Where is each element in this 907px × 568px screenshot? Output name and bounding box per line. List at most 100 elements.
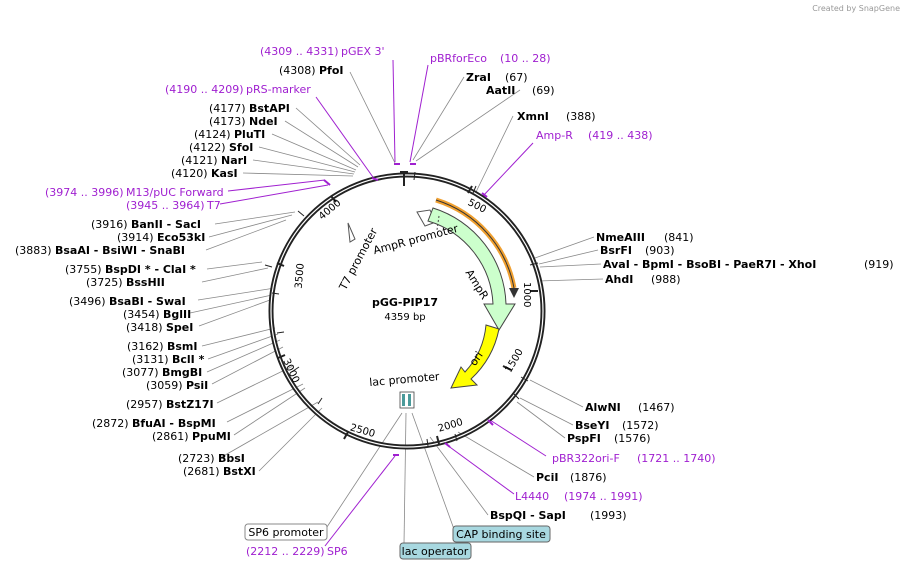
ampr-orf-line <box>435 199 515 289</box>
primer-m13-range[interactable]: (3974 .. 3996) <box>45 186 124 199</box>
site-bstapi[interactable]: BstAPI <box>249 102 290 115</box>
site-banii-saci[interactable]: BanII - SacI <box>131 218 201 231</box>
site-ahdi[interactable]: AhdI <box>605 273 633 286</box>
site-bseyi-pos: (1572) <box>622 419 659 432</box>
primer-l4440-name[interactable]: L4440 <box>515 490 549 503</box>
primer-marks <box>323 163 494 456</box>
site-eco53ki[interactable]: Eco53kI <box>157 231 205 244</box>
site-bsrfi[interactable]: BsrFI <box>600 244 632 257</box>
site-bmgbi-pos: (3077) <box>122 366 159 379</box>
cap-site-block[interactable] <box>408 394 411 406</box>
site-xmni-pos: (388) <box>566 110 596 123</box>
tick-label-1000: 1000 <box>521 282 532 307</box>
site-nmeaiii[interactable]: NmeAIII <box>596 231 645 244</box>
feature-leader-lines <box>324 412 456 545</box>
site-bsaai-pos: (3883) <box>15 244 52 257</box>
site-ndei[interactable]: NdeI <box>249 115 278 128</box>
site-pfoi[interactable]: PfoI <box>319 64 344 77</box>
tick-label-3500: 3500 <box>294 263 307 289</box>
primer-ampr-range[interactable]: (419 .. 438) <box>588 129 653 142</box>
site-bspdi-pos: (3755) <box>65 263 102 276</box>
primer-pbr322-name[interactable]: pBR322ori-F <box>552 452 620 465</box>
plasmid-size: 4359 bp <box>384 312 425 323</box>
site-bmgbi[interactable]: BmgBI <box>162 366 202 379</box>
site-xmni[interactable]: XmnI <box>517 110 549 123</box>
primer-pbr322-range[interactable]: (1721 .. 1740) <box>637 452 716 465</box>
primer-pgex3-range[interactable]: (4309 .. 4331) <box>260 45 339 58</box>
site-avai-group[interactable]: AvaI - BpmI - BsoBI - PaeR7I - XhoI <box>603 258 816 271</box>
ori-arrow[interactable] <box>450 324 500 389</box>
primer-labels: (4309 .. 4331) pGEX 3' pBRforEco (10 .. … <box>45 45 716 558</box>
site-bstz17i-pos: (2957) <box>126 398 163 411</box>
t7-promoter-label: T7 promoter <box>336 226 380 294</box>
site-bsmi[interactable]: BsmI <box>167 340 198 353</box>
right-leader-lines <box>412 76 604 516</box>
site-aatii-pos: (69) <box>532 84 555 97</box>
primer-t7-name[interactable]: T7 <box>206 199 221 212</box>
site-bsshii[interactable]: BssHII <box>126 276 165 289</box>
lac-operator-box[interactable]: lac operator <box>399 542 472 560</box>
site-zrai[interactable]: ZraI <box>466 71 491 84</box>
primer-prs-range[interactable]: (4190 .. 4209) <box>165 83 244 96</box>
site-bstapi-pos: (4177) <box>209 102 246 115</box>
primer-prs-name[interactable]: pRS-marker <box>246 83 311 96</box>
origin-marker <box>400 171 408 186</box>
lac-promoter-label: lac promoter <box>369 370 441 389</box>
ruler-tick-marks <box>276 185 538 445</box>
site-bsaai-bsiwi-snabi[interactable]: BsaAI - BsiWI - SnaBI <box>55 244 185 257</box>
site-bfuai-pos: (2872) <box>92 417 129 430</box>
site-bsrfi-pos: (903) <box>645 244 675 257</box>
site-bspqi-sapi-pos: (1993) <box>590 509 627 522</box>
site-pfoi-pos: (4308) <box>279 64 316 77</box>
sp6-promoter-box[interactable]: SP6 promoter <box>244 523 328 541</box>
site-kasi-pos: (4120) <box>171 167 208 180</box>
primer-pbrforeco-range[interactable]: (10 .. 28) <box>500 52 551 65</box>
cap-site-box[interactable]: CAP binding site <box>452 525 551 543</box>
primer-t7-range[interactable]: (3945 .. 3964) <box>126 199 205 212</box>
site-ppumi[interactable]: PpuMI <box>192 430 231 443</box>
site-bsabi-swai[interactable]: BsaBI - SwaI <box>109 295 186 308</box>
primer-pbrforeco-name[interactable]: pBRforEco <box>430 52 487 65</box>
site-zrai-pos: (67) <box>505 71 528 84</box>
snapgene-watermark: Created by SnapGene <box>812 4 900 13</box>
cap-site-label: CAP binding site <box>456 528 546 541</box>
site-nari[interactable]: NarI <box>221 154 247 167</box>
ampr-orf-arrowhead <box>509 288 519 298</box>
site-bstxi[interactable]: BstXI <box>223 465 256 478</box>
site-pcii[interactable]: PciI <box>536 471 558 484</box>
site-bspdi-clai[interactable]: BspDI * - ClaI * <box>105 263 196 276</box>
site-ahdi-pos: (988) <box>651 273 681 286</box>
site-bbsi[interactable]: BbsI <box>218 452 245 465</box>
site-bstz17i[interactable]: BstZ17I <box>166 398 214 411</box>
site-avai-group-pos: (919) <box>864 258 894 271</box>
primer-ampr-name[interactable]: Amp-R <box>536 129 573 142</box>
site-psii[interactable]: PsiI <box>186 379 208 392</box>
t7-promoter-arrow[interactable] <box>347 222 356 243</box>
site-ndei-pos: (4173) <box>209 115 246 128</box>
site-bsabi-pos: (3496) <box>69 295 106 308</box>
plasmid-name: pGG-PIP17 <box>372 296 438 309</box>
site-kasi[interactable]: KasI <box>211 167 238 180</box>
lac-operator-block[interactable] <box>402 394 405 406</box>
site-sfoi[interactable]: SfoI <box>229 141 253 154</box>
site-bseyi[interactable]: BseYI <box>575 419 609 432</box>
site-bfuai-bspmi[interactable]: BfuAI - BspMI <box>132 417 216 430</box>
primer-sp6-name[interactable]: SP6 <box>327 545 348 558</box>
site-alwni[interactable]: AlwNI <box>585 401 621 414</box>
site-aatii[interactable]: AatII <box>486 84 515 97</box>
left-leader-lines <box>189 71 396 472</box>
site-bcli[interactable]: BclI * <box>172 353 205 366</box>
site-spei[interactable]: SpeI <box>166 321 193 334</box>
site-pluti[interactable]: PluTI <box>234 128 265 141</box>
site-bglii[interactable]: BglII <box>163 308 191 321</box>
left-site-labels: (4308) PfoI (4177) BstAPI (4173) NdeI (4… <box>15 64 344 478</box>
site-pspfi[interactable]: PspFI <box>567 432 601 445</box>
primer-pgex3-name[interactable]: pGEX 3' <box>341 45 385 58</box>
site-bspqi-sapi[interactable]: BspQI - SapI <box>490 509 566 522</box>
primer-m13-name[interactable]: M13/pUC Forward <box>126 186 224 199</box>
site-ppumi-pos: (2861) <box>152 430 189 443</box>
primer-sp6-range[interactable]: (2212 .. 2229) <box>246 545 325 558</box>
primer-l4440-range[interactable]: (1974 .. 1991) <box>564 490 643 503</box>
site-pcii-pos: (1876) <box>570 471 607 484</box>
